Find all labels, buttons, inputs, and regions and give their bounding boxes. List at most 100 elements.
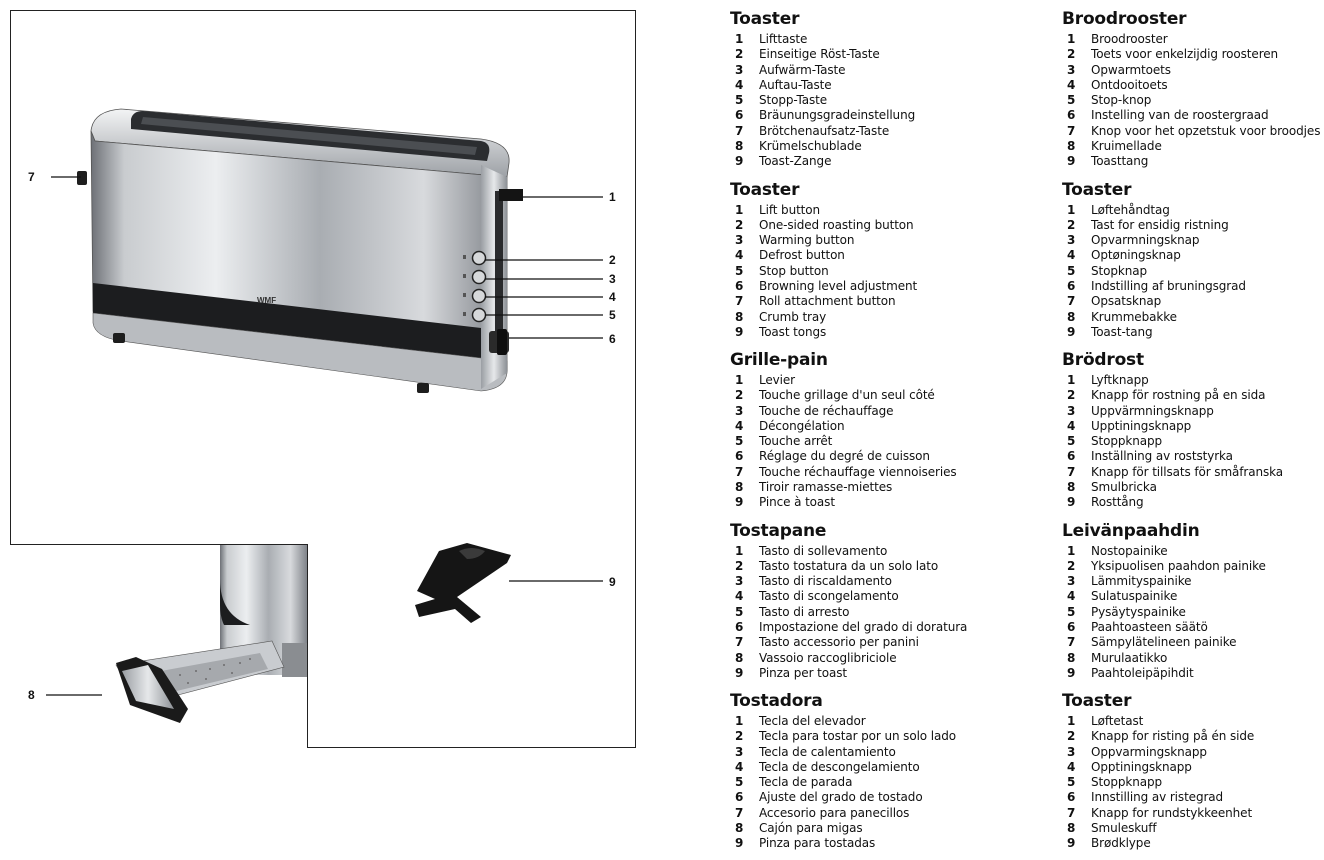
legend-item-number: 4 bbox=[735, 759, 744, 774]
legend-item-label: Toast-tang bbox=[1091, 324, 1153, 339]
legend-item-label: Lifttaste bbox=[759, 32, 808, 46]
legend-item-label: Nostopainike bbox=[1091, 543, 1168, 558]
legend-item-number: 4 bbox=[1067, 589, 1076, 604]
legend-item-label: Lyftknapp bbox=[1091, 373, 1149, 387]
legend-item-label: Murulaatikko bbox=[1091, 650, 1168, 665]
legend-item-number: 7 bbox=[1067, 294, 1076, 309]
legend-item-number: 3 bbox=[735, 403, 744, 418]
legend-item: 2 Einseitige Röst-Taste bbox=[730, 47, 1030, 62]
legend-item-number: 2 bbox=[1067, 729, 1076, 744]
legend-item-label: Einseitige Röst-Taste bbox=[759, 47, 880, 62]
legend-item-number: 2 bbox=[1067, 217, 1076, 232]
legend-item-number: 4 bbox=[1067, 759, 1076, 774]
legend-item-label: Uppvärmningsknapp bbox=[1091, 403, 1214, 418]
legend-item-number: 1 bbox=[1067, 202, 1076, 217]
legend-block-title: Grille-pain bbox=[730, 350, 828, 370]
callouts-main: 7 1 2 3 4 5 6 bbox=[28, 170, 616, 346]
legend-item-label: Tast for ensidig ristning bbox=[1091, 217, 1229, 232]
legend-item-label: Touche arrêt bbox=[759, 434, 833, 449]
callout-5: 5 bbox=[609, 308, 616, 322]
legend-block-title: Brödrost bbox=[1062, 350, 1144, 370]
legend-item-label: Brødklype bbox=[1091, 836, 1151, 851]
legend-item-label: Krummebakke bbox=[1091, 309, 1177, 324]
legend-item: 6 Ajuste del grado de tostado bbox=[730, 790, 1030, 805]
legend-item-label: Smuleskuff bbox=[1091, 821, 1157, 836]
legend-item-number: 9 bbox=[735, 324, 744, 339]
legend-item-label: Bräunungsgradeinstellung bbox=[759, 108, 916, 123]
legend-item-label: Tasto di arresto bbox=[759, 604, 850, 619]
legend-item-number: 3 bbox=[735, 62, 744, 77]
legend-block-title: Broodrooster bbox=[1062, 9, 1187, 29]
legend-item-number: 4 bbox=[1067, 77, 1076, 92]
legend-item-label: Yksipuolisen paahdon painike bbox=[1091, 558, 1266, 573]
crumb-tray-illustration: 8 bbox=[28, 545, 307, 723]
legend-item-label: Touche grillage d'un seul côté bbox=[759, 388, 935, 403]
legend-item-label: Ontdooitoets bbox=[1091, 77, 1168, 92]
legend-item-label: Stoppknapp bbox=[1091, 775, 1163, 790]
callout-2: 2 bbox=[609, 253, 616, 267]
legend-item-number: 5 bbox=[735, 263, 744, 278]
legend-item-number: 7 bbox=[1067, 635, 1076, 650]
legend-block-title: Leivänpaahdin bbox=[1062, 520, 1200, 541]
legend-item-number: 7 bbox=[735, 805, 744, 820]
legend-item-number: 2 bbox=[735, 47, 744, 62]
legend-item-number: 1 bbox=[1067, 32, 1076, 46]
legend-item-label: Smulbricka bbox=[1091, 480, 1157, 495]
legend-item-label: One-sided roasting button bbox=[759, 217, 914, 232]
legend-item-label: Sämpylätelineen painike bbox=[1091, 635, 1237, 650]
legend-item-label: Browning level adjustment bbox=[759, 278, 918, 293]
legend-item-label: Løftetast bbox=[1091, 714, 1144, 728]
legend-item-number: 9 bbox=[1067, 324, 1076, 339]
legend-item-number: 2 bbox=[1067, 388, 1076, 403]
legend-item-number: 6 bbox=[735, 449, 744, 464]
legend-item-number: 6 bbox=[735, 790, 744, 805]
legend-item-number: 1 bbox=[735, 543, 744, 558]
toaster-illustration: WMF 7 1 2 3 4 5 6 9 bbox=[28, 108, 616, 623]
legend-item-label: Tasto di scongelamento bbox=[759, 589, 899, 604]
callout-1: 1 bbox=[609, 190, 616, 204]
legend-item-label: Ajuste del grado de tostado bbox=[759, 790, 923, 805]
legend-item-number: 7 bbox=[1067, 123, 1076, 138]
callout-6: 6 bbox=[609, 332, 616, 346]
legend-item-label: Optøningsknap bbox=[1091, 248, 1181, 263]
legend-item-label: Tasto accessorio per panini bbox=[759, 635, 919, 650]
legend-item-number: 5 bbox=[735, 775, 744, 790]
legend-item-number: 4 bbox=[1067, 248, 1076, 263]
legend-item-number: 4 bbox=[735, 248, 744, 263]
legend-item-label: Auftau-Taste bbox=[759, 77, 832, 92]
